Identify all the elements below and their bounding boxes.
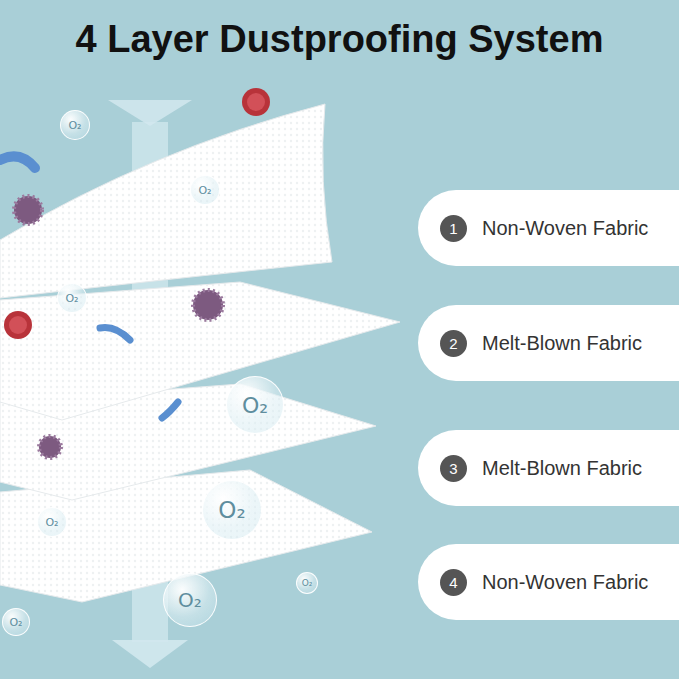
fabric-sheet bbox=[0, 282, 400, 420]
callout-number: 4 bbox=[440, 569, 467, 596]
layer-label-box: Melt-Blown Fabric 3 bbox=[418, 430, 679, 506]
layer-name: Melt-Blown Fabric bbox=[482, 457, 642, 480]
diagram-title: 4 Layer Dustproofing System bbox=[0, 18, 679, 61]
oxygen-bubble: O₂ bbox=[226, 376, 284, 434]
layer-label-box: Non-Woven Fabric 1 bbox=[418, 190, 679, 266]
layer-name: Non-Woven Fabric bbox=[482, 571, 648, 594]
oxygen-label: O₂ bbox=[178, 588, 202, 612]
oxygen-bubble: O₂ bbox=[296, 572, 318, 594]
callout-number: 1 bbox=[440, 215, 467, 242]
callout-number-text: 1 bbox=[449, 220, 457, 237]
oxygen-bubble: O₂ bbox=[163, 573, 217, 627]
layer-label-box: Melt-Blown Fabric 2 bbox=[418, 305, 679, 381]
oxygen-label: O₂ bbox=[45, 516, 58, 529]
oxygen-label: O₂ bbox=[65, 292, 78, 305]
callout-number-text: 2 bbox=[449, 335, 457, 352]
oxygen-label: O₂ bbox=[302, 578, 313, 588]
fabric-sheet bbox=[0, 104, 332, 298]
layer-name: Melt-Blown Fabric bbox=[482, 332, 642, 355]
layer-name: Non-Woven Fabric bbox=[482, 217, 648, 240]
oxygen-label: O₂ bbox=[68, 119, 81, 132]
oxygen-bubble: O₂ bbox=[202, 480, 262, 540]
oxygen-label: O₂ bbox=[198, 184, 211, 197]
flow-arrow-head bbox=[112, 640, 188, 668]
layer-label-box: Non-Woven Fabric 4 bbox=[418, 544, 679, 620]
oxygen-label: O₂ bbox=[218, 497, 245, 523]
callout-number: 2 bbox=[440, 330, 467, 357]
oxygen-bubble: O₂ bbox=[37, 507, 67, 537]
oxygen-bubble: O₂ bbox=[190, 175, 220, 205]
callout-number: 3 bbox=[440, 455, 467, 482]
callout-number-text: 3 bbox=[449, 460, 457, 477]
oxygen-bubble: O₂ bbox=[57, 283, 87, 313]
oxygen-label: O₂ bbox=[242, 393, 268, 418]
oxygen-label: O₂ bbox=[9, 616, 22, 629]
flow-arrow-head bbox=[108, 100, 192, 126]
oxygen-bubble: O₂ bbox=[60, 110, 90, 140]
oxygen-bubble: O₂ bbox=[2, 608, 30, 636]
callout-number-text: 4 bbox=[449, 574, 457, 591]
